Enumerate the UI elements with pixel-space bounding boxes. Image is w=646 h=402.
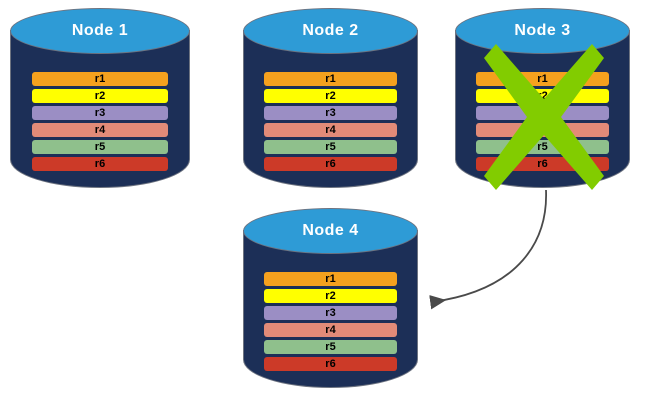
node-3-title: Node 3 [514, 22, 571, 39]
row-r3[interactable]: r3 [31, 106, 169, 120]
node-4-rows: r1 r2 r3 r4 r5 r6 [264, 272, 397, 371]
row-r2[interactable]: r2 [264, 289, 397, 303]
row-r5[interactable]: r5 [264, 340, 397, 354]
row-r6[interactable]: r6 [264, 357, 397, 371]
row-r5[interactable]: r5 [264, 140, 397, 154]
row-r6[interactable]: r6 [31, 157, 169, 171]
row-r4[interactable]: r4 [264, 123, 397, 137]
row-r2[interactable]: r2 [476, 89, 609, 103]
row-r4[interactable]: r4 [476, 123, 609, 137]
row-r3[interactable]: r3 [264, 106, 397, 120]
node-2[interactable]: Node 2 r1 r2 r3 r4 r5 r6 [243, 8, 418, 188]
row-r1[interactable]: r1 [31, 72, 169, 86]
row-r3[interactable]: r3 [264, 306, 397, 320]
row-r1[interactable]: r1 [264, 272, 397, 286]
node-4-cylinder-top [243, 208, 418, 254]
node-1[interactable]: Node 1 r1 r2 r3 r4 r5 r6 [10, 8, 190, 188]
node-3[interactable]: Node 3 r1 r2 r3 r4 r5 r6 [455, 8, 630, 188]
arrow-node3-to-node4 [429, 189, 547, 310]
row-r6[interactable]: r6 [264, 157, 397, 171]
node-2-title: Node 2 [302, 22, 359, 39]
node-2-rows: r1 r2 r3 r4 r5 r6 [264, 72, 397, 171]
node-4[interactable]: Node 4 r1 r2 r3 r4 r5 r6 [243, 208, 418, 388]
row-r5[interactable]: r5 [476, 140, 609, 154]
row-r3[interactable]: r3 [476, 106, 609, 120]
node-4-title: Node 4 [302, 222, 359, 239]
node-3-rows: r1 r2 r3 r4 r5 r6 [476, 72, 609, 171]
row-r5[interactable]: r5 [31, 140, 169, 154]
row-r2[interactable]: r2 [264, 89, 397, 103]
row-r1[interactable]: r1 [476, 72, 609, 86]
row-r1[interactable]: r1 [264, 72, 397, 86]
node-1-rows: r1 r2 r3 r4 r5 r6 [31, 72, 169, 171]
row-r4[interactable]: r4 [264, 323, 397, 337]
row-r6[interactable]: r6 [476, 157, 609, 171]
row-r4[interactable]: r4 [31, 123, 169, 137]
node-2-cylinder-top [243, 8, 418, 54]
row-r2[interactable]: r2 [31, 89, 169, 103]
node-1-title: Node 1 [71, 22, 129, 39]
node-1-cylinder-top [10, 8, 190, 54]
